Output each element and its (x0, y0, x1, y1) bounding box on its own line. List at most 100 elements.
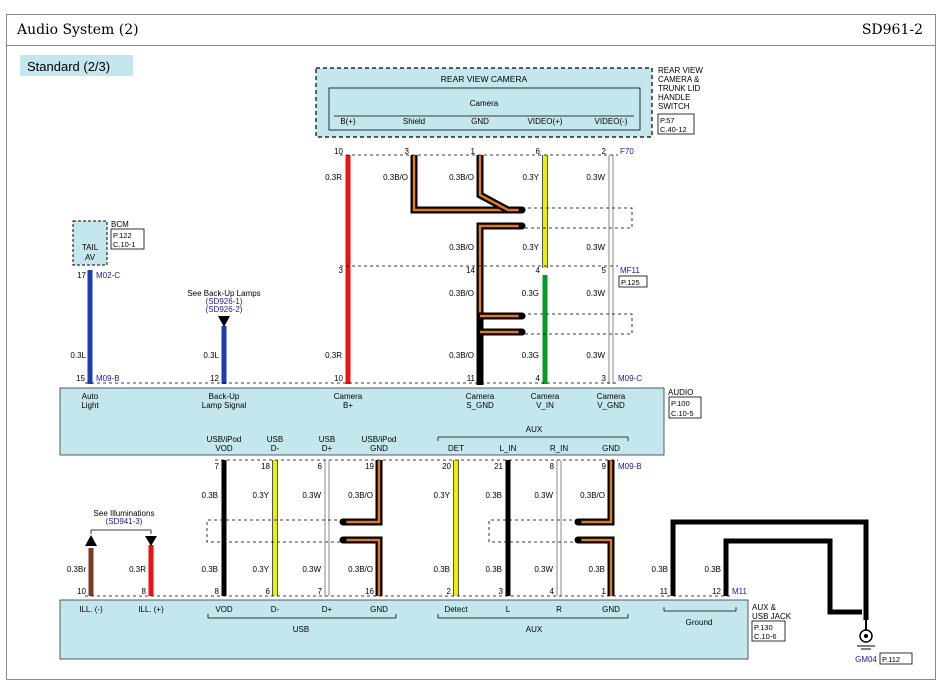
audio-bottom-pin-number: 6 (318, 462, 323, 471)
ground-center (864, 634, 868, 638)
jack-ref-page: P.130 (754, 623, 773, 632)
jack-pin-number: 2 (447, 587, 452, 596)
wire-label: 0.3B/O (383, 173, 408, 182)
mf11-pin-number: 3 (339, 266, 344, 275)
wire-label: 0.3Y (523, 243, 540, 252)
mf11-pin-number: 14 (466, 266, 475, 275)
audio-bottom-label: USB/iPod (207, 435, 242, 444)
connector-lines (85, 154, 732, 597)
wire-label: 0.3G (522, 289, 539, 298)
ground-symbol-icon (857, 618, 875, 650)
camera-ref-page: P.57 (660, 116, 674, 125)
splice-dot (518, 206, 526, 214)
audio-bottom-label: USB (267, 435, 283, 444)
jack-pin-label: R (556, 605, 562, 614)
jack-pin-label: GND (370, 605, 388, 614)
audio-top-label: Lamp Signal (202, 401, 247, 410)
camera-ref-box (657, 113, 695, 135)
jack-group-ground: Ground (686, 618, 713, 627)
wire-shield-outline (410, 155, 522, 214)
camera-ref-conn: C.40-12 (660, 125, 687, 134)
usb-shield-box (206, 519, 343, 543)
bcm-box-line2: AV (85, 253, 96, 262)
audio-top-label: V_IN (536, 401, 554, 410)
audio-aux-label: GND (602, 444, 620, 453)
wire-label: 0.3B/O (348, 565, 373, 574)
audio-top-pin-number: 15 (76, 374, 85, 383)
audio-top-label: S_GND (466, 401, 494, 410)
camera-callout-line: SWITCH (658, 102, 690, 111)
wire-label: 0.3B/O (449, 351, 474, 360)
wire-label: 0.3B (434, 565, 450, 574)
wire-label: 0.3R (129, 565, 146, 574)
wire-label: 0.3W (534, 565, 553, 574)
wire-label: 0.3Br (67, 565, 86, 574)
splice-dot (339, 536, 347, 544)
jack-pin-label: L (506, 605, 511, 614)
camera-title: REAR VIEW CAMERA (441, 74, 528, 84)
wire-shield (412, 155, 522, 212)
audio-top-pin-number: 12 (210, 374, 219, 383)
audio-bottom-label: VOD (215, 444, 233, 453)
wire-gnd-jog-outline (476, 312, 522, 385)
audio-aux-label: DET (448, 444, 464, 453)
audio-bottom-pin-number: 9 (602, 462, 607, 471)
audio-top-pin-number: 4 (536, 374, 541, 383)
camera-callout-line: REAR VIEW (658, 66, 703, 75)
wire-label: 0.3L (203, 351, 219, 360)
wire-label: 0.3B/O (580, 491, 605, 500)
backup-ref-link-2[interactable]: (SD926-2) (206, 305, 243, 314)
wire-gnd-outline (476, 155, 522, 385)
wire-label: 0.3B (652, 565, 668, 574)
jack-pin-label: ILL. (+) (138, 605, 164, 614)
splice-dot (518, 312, 526, 320)
shield-box-1 (522, 207, 633, 229)
audio-top-label: Camera (334, 392, 363, 401)
splice-dot (574, 536, 582, 544)
jack-pin-number: 11 (660, 587, 669, 596)
mf11-connector: MF11 (620, 266, 640, 275)
mf11-pin-number: 4 (536, 266, 541, 275)
jack-pin-number: 3 (499, 587, 504, 596)
bcm-pin-number: 17 (77, 271, 86, 280)
camera-pin-number: 2 (602, 147, 607, 156)
mf11-pin-number: 5 (602, 266, 607, 275)
jack-pin-label: D- (271, 605, 280, 614)
audio-top-pin-number: 11 (467, 374, 476, 383)
m09c-connector: M09-C (618, 374, 642, 383)
splice-dot (339, 518, 347, 526)
wire-label: 0.3W (534, 491, 553, 500)
camera-pin-number: 6 (536, 147, 541, 156)
wire-label: 0.3R (325, 351, 342, 360)
audio-aux-label: R_IN (550, 444, 568, 453)
wire-label: 0.3B (202, 565, 218, 574)
splice-dots (339, 206, 582, 544)
page-title: Audio System (2) (17, 22, 139, 38)
audio-top-label: Camera (597, 392, 626, 401)
wire-aux-gnd (578, 460, 613, 596)
jack-pin-label: D+ (322, 605, 333, 614)
jack-ref-conn: C.10-6 (754, 632, 777, 641)
ill-plus-arrow-icon (145, 536, 157, 546)
wire-label: 0.3Y (253, 565, 270, 574)
wire-label: 0.3W (302, 565, 321, 574)
backup-ref-link-1[interactable]: (SD926-1) (206, 297, 243, 306)
illum-ref-link[interactable]: (SD941-3) (106, 517, 143, 526)
shield-box-2 (522, 313, 633, 335)
jack-group-usb: USB (293, 625, 309, 634)
m02c-connector: M02-C (96, 271, 120, 280)
audio-top-label: Camera (531, 392, 560, 401)
wire-usb-gnd (343, 460, 381, 596)
jack-pin-label: GND (602, 605, 620, 614)
wire-label: 0.3Y (253, 491, 270, 500)
audio-aux-label: L_IN (500, 444, 517, 453)
audio-top-label: B+ (343, 401, 353, 410)
audio-ref-conn: C.10-5 (671, 409, 694, 418)
audio-bottom-label: D- (271, 444, 280, 453)
mf11-ref-box (618, 275, 648, 288)
variant-label: Standard (2/3) (27, 59, 110, 74)
jack-ref-box (751, 620, 786, 642)
audio-bottom-label: USB (319, 435, 335, 444)
splice-dot (518, 328, 526, 336)
